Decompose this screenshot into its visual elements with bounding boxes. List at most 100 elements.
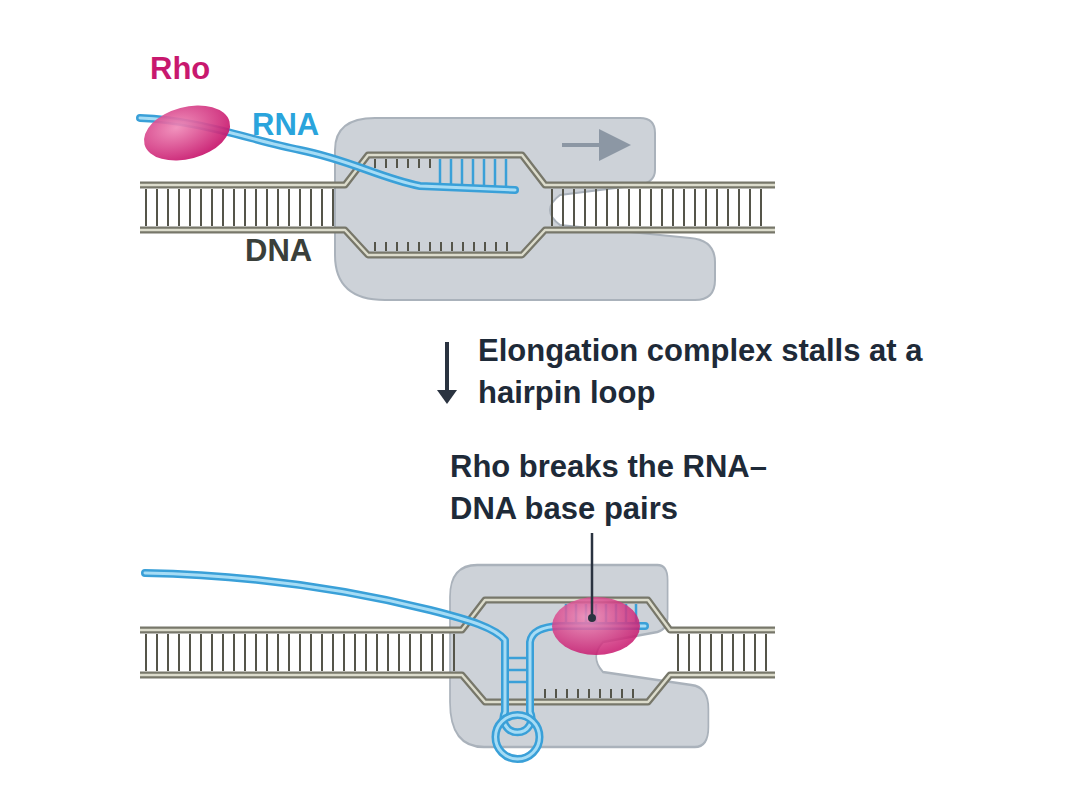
rung xyxy=(222,189,224,226)
rung xyxy=(573,189,575,226)
rung xyxy=(462,242,464,251)
rung xyxy=(450,159,453,186)
rung xyxy=(617,189,619,226)
dna-strand-core xyxy=(140,155,775,185)
rung xyxy=(310,634,312,671)
rung xyxy=(277,189,279,226)
rung xyxy=(440,242,442,251)
rung xyxy=(727,189,729,226)
step-caption: Elongation complex stalls at a hairpin l… xyxy=(478,330,948,414)
rung xyxy=(760,189,762,226)
rung xyxy=(483,159,486,186)
dna-strand xyxy=(140,675,775,702)
rung xyxy=(544,689,546,698)
rung xyxy=(396,159,398,168)
leader-dot xyxy=(588,614,596,622)
rung xyxy=(396,242,398,251)
rung xyxy=(754,634,756,671)
rung xyxy=(332,634,334,671)
rung xyxy=(288,189,290,226)
rung xyxy=(738,189,740,226)
rung xyxy=(266,189,268,226)
rung xyxy=(451,242,453,251)
step-arrow-head xyxy=(437,390,457,404)
rung xyxy=(233,634,235,671)
rung xyxy=(506,242,508,251)
rung xyxy=(178,634,180,671)
rung xyxy=(699,634,701,671)
rung xyxy=(244,189,246,226)
rna-strand xyxy=(140,118,645,759)
rung xyxy=(705,189,707,226)
rung xyxy=(200,634,202,671)
rung xyxy=(661,189,663,226)
rung xyxy=(222,634,224,671)
rung xyxy=(255,634,257,671)
callout-text: Rho breaks the RNA–DNA base pairs xyxy=(450,446,820,530)
rung xyxy=(721,634,723,671)
rung xyxy=(461,159,464,186)
rung xyxy=(167,189,169,226)
dna-strand-core xyxy=(140,230,775,255)
rung xyxy=(244,634,246,671)
dna-strand xyxy=(140,155,775,185)
rung xyxy=(683,189,685,226)
rung xyxy=(310,189,312,226)
rung xyxy=(407,159,409,168)
rung xyxy=(632,689,634,698)
rung xyxy=(365,634,367,671)
rung xyxy=(650,189,652,226)
rung xyxy=(765,634,767,671)
protein-label: Rho xyxy=(150,50,270,88)
rung xyxy=(288,634,290,671)
rung xyxy=(442,634,444,671)
molecule-label: RNA xyxy=(252,106,362,144)
rho-protein xyxy=(552,597,640,655)
rung xyxy=(299,189,301,226)
rung xyxy=(710,634,712,671)
rung xyxy=(407,242,409,251)
rung xyxy=(484,242,486,251)
rung xyxy=(639,189,641,226)
rung xyxy=(429,242,431,251)
dna-strand-core xyxy=(140,675,775,702)
rung xyxy=(189,634,191,671)
rung xyxy=(145,189,147,226)
rung xyxy=(439,159,442,186)
dna-strand xyxy=(140,230,775,255)
rung xyxy=(420,634,422,671)
molecule-label: DNA xyxy=(245,232,355,270)
rung xyxy=(233,189,235,226)
rung xyxy=(599,689,601,698)
rung xyxy=(178,189,180,226)
rung xyxy=(211,189,213,226)
direction-arrow xyxy=(562,143,615,147)
rung xyxy=(418,159,420,168)
rung xyxy=(494,159,497,186)
rung xyxy=(156,634,158,671)
rung xyxy=(277,634,279,671)
rung xyxy=(200,189,202,226)
rung xyxy=(431,634,433,671)
rung xyxy=(387,634,389,671)
rung xyxy=(332,189,334,226)
rung xyxy=(505,159,508,186)
leader-line xyxy=(591,533,594,616)
rung xyxy=(189,189,191,226)
rung xyxy=(694,189,696,226)
rung xyxy=(255,189,257,226)
rung xyxy=(167,634,169,671)
rung xyxy=(584,189,586,226)
rung xyxy=(321,634,323,671)
rung xyxy=(374,159,376,168)
rung xyxy=(145,634,147,671)
rung xyxy=(688,634,690,671)
rna-polymerase xyxy=(450,565,708,747)
step-arrow xyxy=(445,342,449,392)
rung xyxy=(354,634,356,671)
rung xyxy=(376,634,378,671)
rung xyxy=(716,189,718,226)
rung xyxy=(588,689,590,698)
rung xyxy=(628,189,630,226)
